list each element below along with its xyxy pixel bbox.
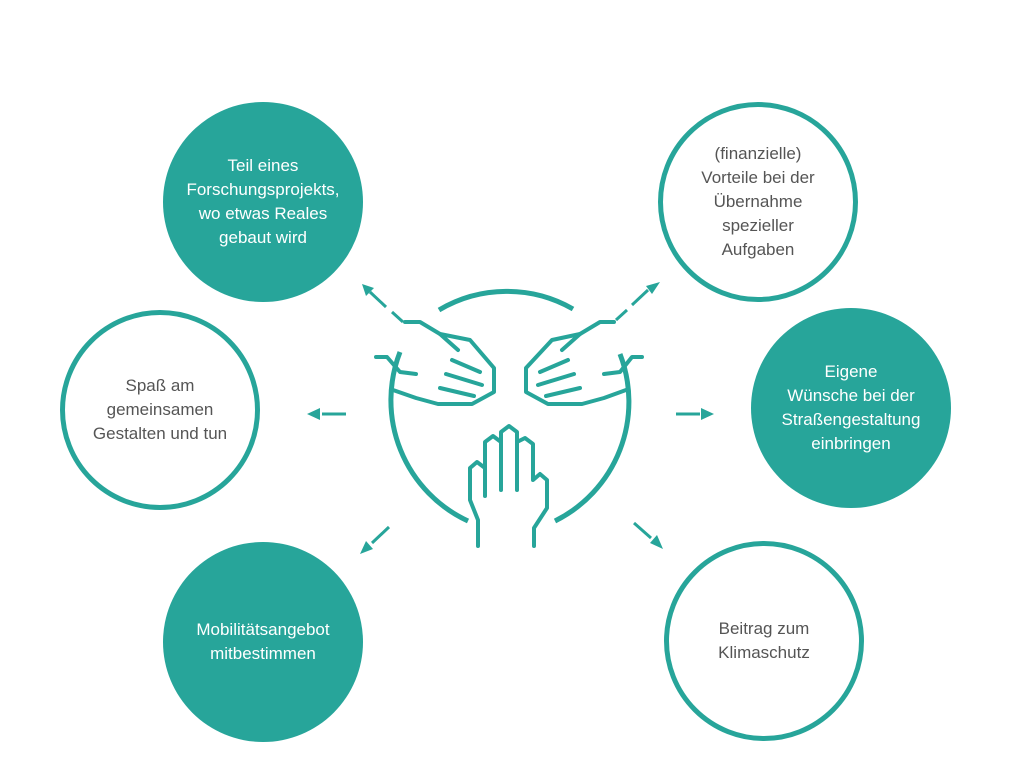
- node-label: (finanzielle) Vorteile bei der Übernahme…: [701, 144, 815, 259]
- node-financial-benefits: (finanzielle) Vorteile bei der Übernahme…: [658, 102, 858, 302]
- node-label: Spaß am gemeinsamen Gestalten und tun: [92, 376, 228, 443]
- left-hand-icon: [374, 320, 496, 406]
- raised-hand-icon: [468, 424, 549, 548]
- arrow-to-own-wishes: [676, 408, 714, 420]
- node-research-project: Teil eines Forschungsprojekts, wo etwas …: [163, 102, 363, 302]
- node-own-wishes: Eigene Wünsche bei der Straßengestaltung…: [751, 308, 951, 508]
- arrow-to-climate-protection: [633, 521, 663, 549]
- node-mobility-offer: Mobilitätsangebot mitbestimmen: [163, 542, 363, 742]
- arrow-to-research-project: [362, 284, 405, 324]
- node-label: Teil eines Forschungsprojekts, wo etwas …: [186, 156, 340, 247]
- node-label: Eigene Wünsche bei der Straßengestaltung…: [781, 362, 921, 453]
- node-label: Mobilitätsangebot mitbestimmen: [196, 620, 330, 663]
- node-fun-together: Spaß am gemeinsamen Gestalten und tun: [60, 310, 260, 510]
- connector-arrows: [307, 282, 714, 554]
- three-hands-icon: [374, 320, 644, 548]
- arrow-to-fun-together: [307, 408, 346, 420]
- node-climate-protection: Beitrag zum Klimaschutz: [664, 541, 864, 741]
- arrow-to-financial-benefits: [614, 282, 660, 322]
- node-label: Beitrag zum Klimaschutz: [718, 619, 810, 662]
- right-hand-icon: [524, 320, 644, 406]
- center-ring: [388, 288, 632, 524]
- arrow-to-mobility-offer: [360, 525, 391, 554]
